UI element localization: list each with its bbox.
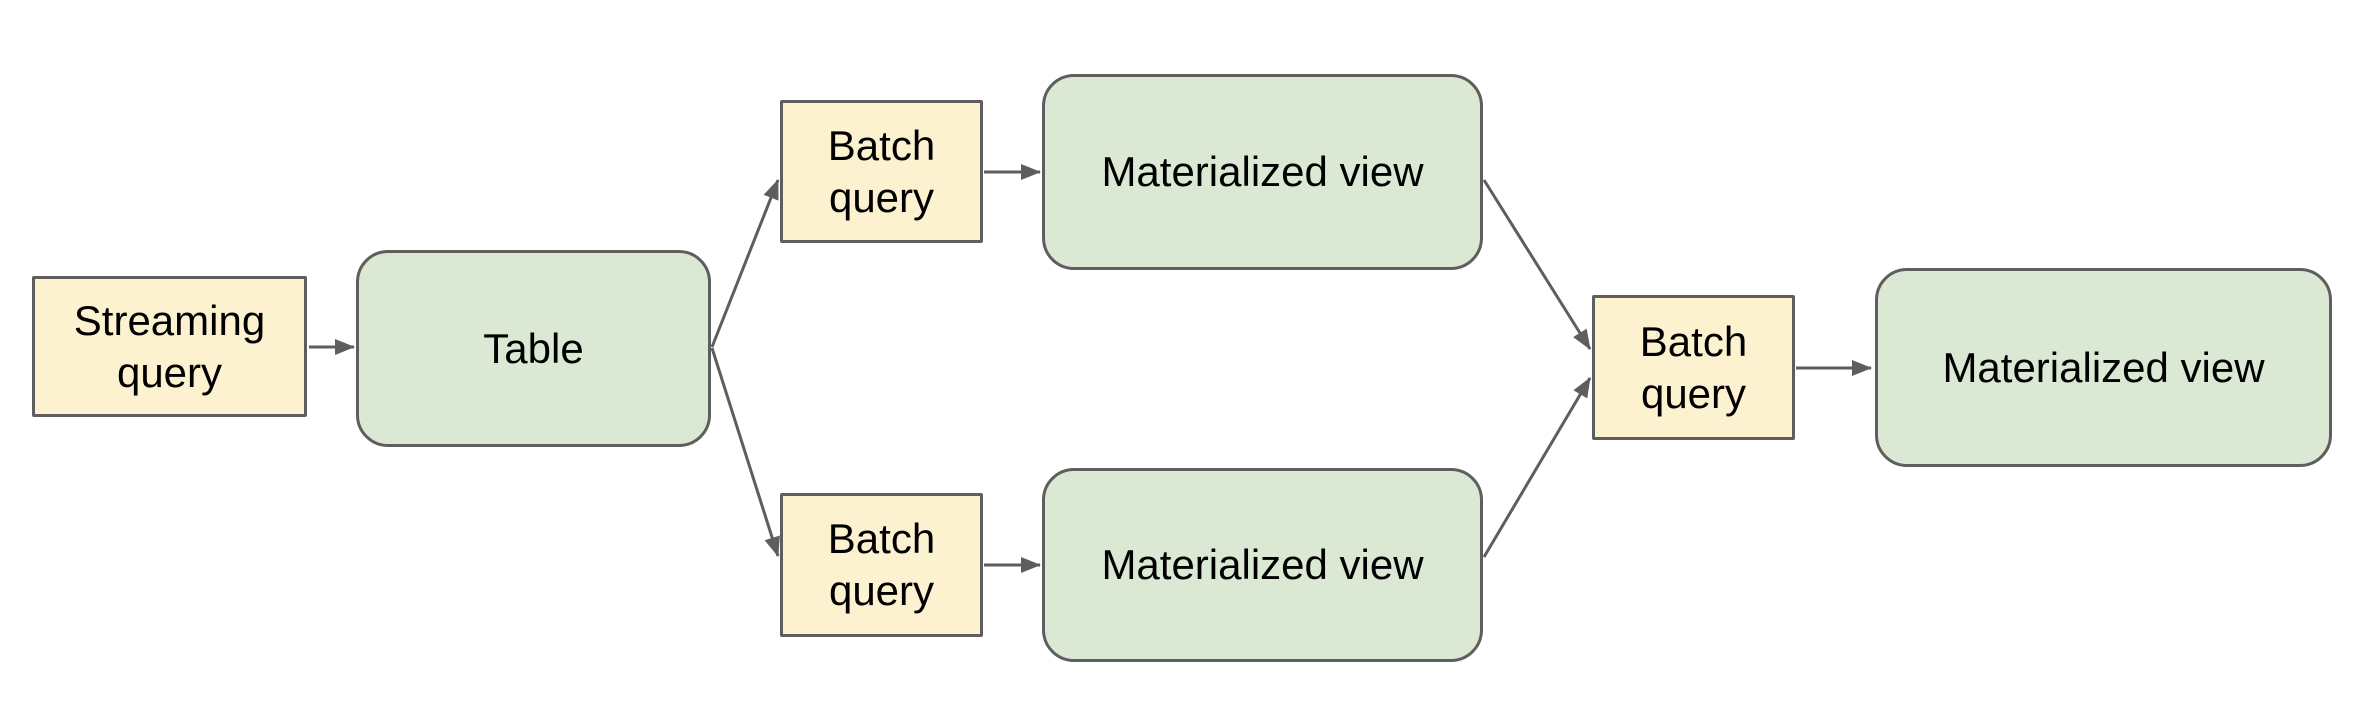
node-materialized-view-bottom-label: Materialized view [1101, 541, 1424, 588]
node-table-label: Table [483, 324, 584, 372]
node-materialized-view-top: Materialized view [1042, 74, 1483, 270]
node-materialized-view-final: Materialized view [1875, 268, 2332, 467]
edge-mv-top-to-batch-query-final [1482, 179, 1592, 350]
edge-mv-bottom-to-batch-query-final [1482, 377, 1592, 558]
node-batch-query-top-label: Batch query [827, 121, 936, 221]
node-streaming-query: Streaming query [32, 276, 307, 417]
node-batch-query-top: Batch query [780, 100, 983, 243]
node-materialized-view-bottom: Materialized view [1042, 468, 1483, 662]
edge-table-to-batch-query-bottom [710, 347, 780, 557]
node-materialized-view-top-label: Materialized view [1101, 148, 1424, 195]
node-streaming-query-label: Streaming query [73, 296, 266, 396]
node-batch-query-final-label: Batch query [1639, 317, 1748, 417]
node-materialized-view-final-label: Materialized view [1942, 343, 2265, 391]
node-table: Table [356, 250, 711, 447]
node-batch-query-bottom-label: Batch query [827, 515, 936, 614]
edge-table-to-batch-query-top [710, 179, 780, 348]
node-batch-query-bottom: Batch query [780, 493, 983, 637]
node-batch-query-final: Batch query [1592, 295, 1795, 440]
